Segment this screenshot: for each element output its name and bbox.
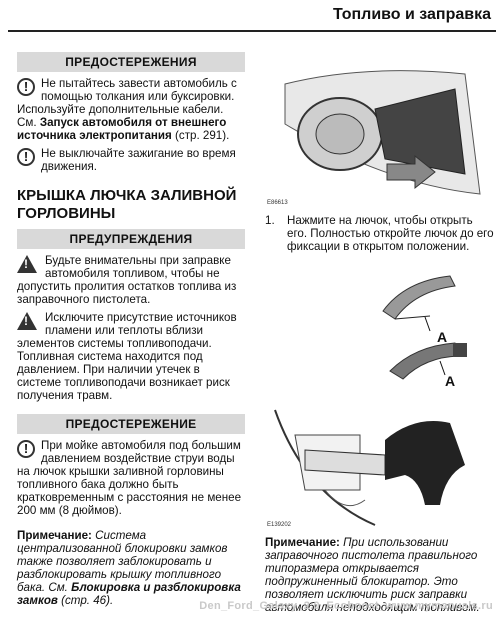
refuelling-illustration: E139202 [265, 395, 489, 530]
warning-item-1: ! Будьте внимательны при заправке автомо… [17, 254, 237, 306]
warnings-box: ПРЕДУПРЕЖДЕНИЯ ! Будьте внимательны при … [17, 229, 245, 402]
cross-reference-link[interactable]: Блокировка и разблокировка замков [17, 581, 241, 607]
exclamation-icon: ! [17, 148, 35, 166]
exclamation-icon: ! [17, 440, 35, 458]
note-left: Примечание: Система централизованной бло… [17, 529, 241, 607]
note-right: Примечание: При использовании заправочно… [265, 536, 480, 614]
right-column: E86613 1. Нажмите на лючок, чтобы открыт… [265, 52, 495, 614]
caution2-item-1: ! При мойке автомобиля под большим давле… [17, 439, 242, 517]
caution-item-1: ! Не пытайтесь завести автомобиль с помо… [17, 77, 237, 142]
nozzle-comparison-illustration: A A [265, 261, 489, 391]
callout-a-2: A [445, 373, 456, 389]
caution-box-2: ПРЕДОСТЕРЕЖЕНИЕ ! При мойке автомобиля п… [17, 414, 245, 517]
note-label: Примечание: [17, 529, 92, 542]
caution-item-2: ! Не выключайте зажигание во время движе… [17, 147, 245, 173]
page-title: Топливо и заправка [332, 6, 491, 23]
figure-id: E139202 [267, 522, 292, 528]
caution-heading-1: ПРЕДОСТЕРЕЖЕНИЯ [17, 52, 245, 72]
warnings-heading: ПРЕДУПРЕЖДЕНИЯ [17, 229, 245, 249]
warning-triangle-icon: ! [17, 312, 37, 330]
figure-id: E86613 [267, 200, 288, 206]
section-title: КРЫШКА ЛЮЧКА ЗАЛИВНОЙ ГОРЛОВИНЫ [17, 187, 237, 222]
cross-reference-link[interactable]: Запуск автомобиля от внешнего источника … [17, 116, 227, 142]
callout-a-1: A [437, 329, 448, 345]
step-1: 1. Нажмите на лючок, чтобы открыть его. … [265, 214, 494, 253]
title-rule [8, 30, 496, 32]
warning-item-2: ! Исключите присутствие источников пламе… [17, 311, 237, 402]
note-label: Примечание: [265, 536, 340, 549]
left-column: ПРЕДОСТЕРЕЖЕНИЯ ! Не пытайтесь завести а… [17, 52, 245, 607]
exclamation-icon: ! [17, 78, 35, 96]
caution-heading-2: ПРЕДОСТЕРЕЖЕНИЕ [17, 414, 245, 434]
caution-box-1: ПРЕДОСТЕРЕЖЕНИЯ ! Не пытайтесь завести а… [17, 52, 245, 173]
warning-triangle-icon: ! [17, 255, 37, 273]
watermark: Den_Ford_Galaxy_2.0_Ecoboost_www.mymanua… [199, 600, 493, 612]
fuel-flap-illustration: E86613 [265, 64, 489, 206]
